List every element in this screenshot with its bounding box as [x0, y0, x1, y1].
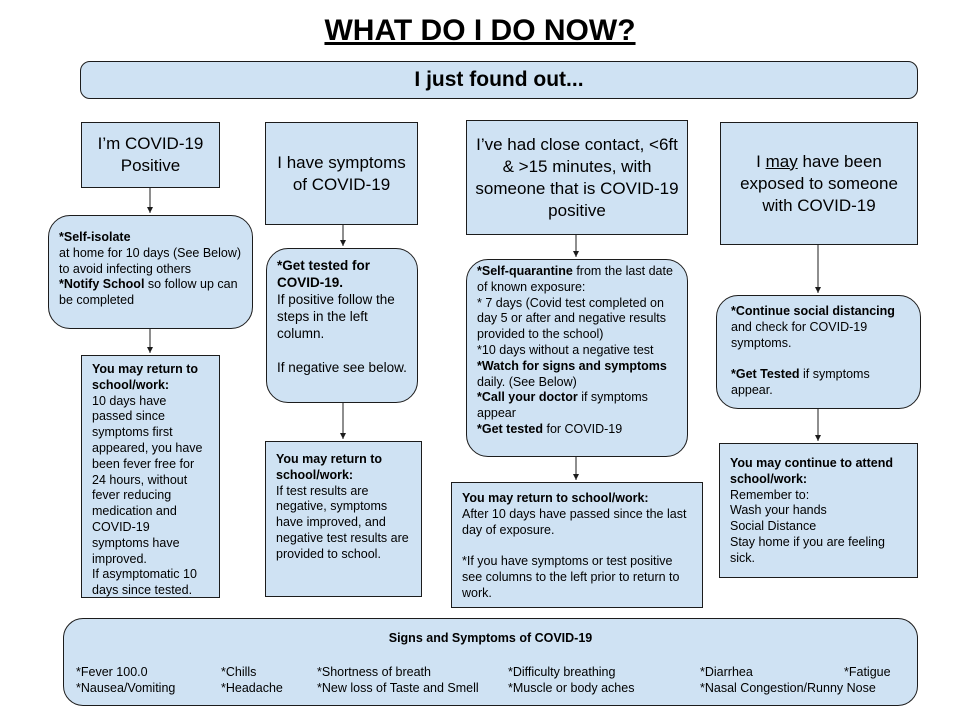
step-label: *Call your doctor	[477, 390, 578, 405]
step-text: daily. (See Below)	[477, 374, 577, 389]
step-text: if symptoms appear.	[731, 367, 870, 398]
heading-may-be-exposed: I may have been exposed to someone with …	[720, 122, 918, 245]
step-text: if symptoms appear	[477, 390, 648, 421]
result-text: After 10 days have passed since the last…	[462, 506, 687, 537]
symptoms-title: Signs and Symptoms of COVID-19	[388, 631, 593, 645]
step-label: *Notify School	[59, 277, 145, 292]
result-label: You may continue to attend school/work:	[730, 456, 893, 486]
result-return-close-contact: You may return to school/work: After 10 …	[451, 482, 703, 608]
heading-text: I may have been exposed to someone with …	[729, 151, 909, 217]
heading-text: I’m COVID-19 Positive	[97, 134, 204, 175]
result-text: If asymptomatic 10 days since tested.	[92, 567, 197, 598]
result-return-symptoms: You may return to school/work: If test r…	[265, 441, 422, 597]
result-label: You may return to school/work:	[92, 362, 199, 392]
step-label: *Get tested for COVID-19.	[277, 258, 371, 290]
result-text: Social Distance	[730, 519, 817, 534]
symptom-item: *Shortness of breath	[317, 665, 431, 679]
symptom-item: *Nasal Congestion/Runny Nose	[700, 681, 876, 695]
step-text: *10 days without a negative test	[477, 342, 654, 357]
heading-symptoms: I have symptoms of COVID-19	[265, 122, 418, 225]
heading-covid-positive: I’m COVID-19 Positive	[81, 122, 220, 188]
step-label: *Self-isolate	[59, 230, 131, 244]
step-text: from the last date of known exposure:	[477, 264, 673, 294]
result-text: Remember to:	[730, 487, 810, 502]
heading-emphasis: may	[765, 151, 798, 171]
page-title: WHAT DO I DO NOW?	[324, 14, 636, 47]
step-self-quarantine: *Self-quarantine from the last date of k…	[466, 259, 688, 457]
banner-text: I just found out...	[414, 68, 584, 91]
step-label: *Get Tested	[731, 367, 800, 382]
heading-part: have been exposed to someone with COVID-…	[740, 151, 898, 215]
step-social-distancing: *Continue social distancing and check fo…	[716, 295, 921, 409]
heading-close-contact: I’ve had close contact, <6ft & >15 minut…	[466, 120, 688, 235]
result-text: Stay home if you are feeling sick.	[730, 534, 885, 565]
step-label: *Self-quarantine	[477, 264, 573, 278]
symptom-item: *Diarrhea	[700, 665, 753, 679]
result-text: 10 days have passed since symptoms first…	[92, 393, 203, 566]
step-text: If positive follow the steps in the left…	[277, 292, 395, 341]
step-text: * 7 days (Covid test completed on day 5 …	[477, 295, 667, 342]
symptom-item: *Nausea/Vomiting	[76, 681, 176, 695]
result-label: You may return to school/work:	[276, 452, 383, 482]
step-text: for COVID-19	[543, 421, 623, 436]
step-label: *Continue social distancing	[731, 304, 895, 318]
heading-text: I’ve had close contact, <6ft & >15 minut…	[475, 134, 679, 220]
result-continue-attend: You may continue to attend school/work: …	[719, 443, 918, 578]
heading-part: I	[756, 151, 766, 171]
step-get-tested: *Get tested for COVID-19. If positive fo…	[266, 248, 418, 403]
result-label: You may return to school/work:	[462, 491, 649, 505]
symptoms-panel: Signs and Symptoms of COVID-19 *Fever 10…	[63, 618, 918, 706]
symptom-item: *Fatigue	[844, 665, 891, 679]
result-text: Wash your hands	[730, 503, 827, 518]
banner: I just found out...	[80, 61, 918, 99]
symptom-item: *Difficulty breathing	[508, 665, 616, 679]
symptom-item: *New loss of Taste and Smell	[317, 681, 479, 695]
symptom-item: *Chills	[221, 665, 257, 679]
symptom-item: *Muscle or body aches	[508, 681, 635, 695]
step-text: so follow up can be completed	[59, 277, 238, 308]
step-text: and check for COVID-19 symptoms.	[731, 319, 868, 350]
step-label: *Watch for signs and symptoms	[477, 358, 667, 373]
result-text: *If you have symptoms or test positive s…	[462, 554, 680, 600]
step-label: *Get tested	[477, 421, 543, 436]
symptom-item: *Fever 100.0	[76, 665, 148, 679]
step-text: If negative see below.	[277, 360, 407, 375]
result-return-positive: You may return to school/work: 10 days h…	[81, 355, 220, 598]
step-text: at home for 10 days (See Below) to avoid…	[59, 245, 242, 276]
result-text: If test results are negative, symptoms h…	[276, 483, 409, 561]
step-self-isolate: *Self-isolate at home for 10 days (See B…	[48, 215, 253, 329]
heading-text: I have symptoms of COVID-19	[277, 152, 406, 194]
symptom-item: *Headache	[221, 681, 283, 695]
